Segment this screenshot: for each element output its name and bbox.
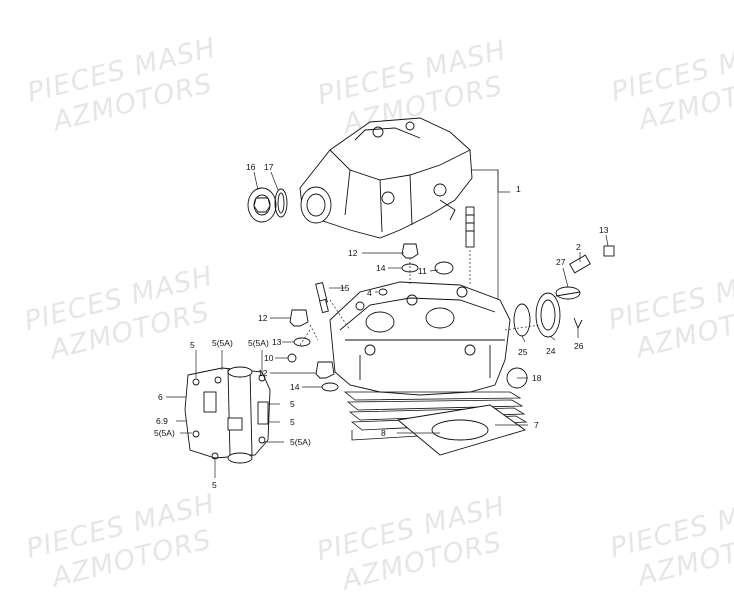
callout-10: 10 — [264, 353, 274, 363]
callout-6: 6 — [158, 392, 163, 402]
callout-26: 26 — [574, 341, 584, 351]
callout-18: 18 — [532, 373, 542, 383]
callout-5-5a: 5(5A) — [290, 437, 311, 447]
head-cover — [299, 117, 473, 239]
callout-13: 13 — [272, 337, 282, 347]
callout-5: 5 — [290, 399, 295, 409]
callout-12: 12 — [258, 368, 268, 378]
callout-5-5a: 5(5A) — [212, 338, 233, 348]
side-cover — [184, 366, 271, 464]
stud — [465, 206, 475, 248]
callout-5: 5 — [212, 480, 217, 490]
callout-5-5a: 5(5A) — [154, 428, 175, 438]
callout-24: 24 — [546, 346, 556, 356]
callout-15: 15 — [340, 283, 350, 293]
callout-8: 8 — [381, 428, 386, 438]
callout-5: 5 — [190, 340, 195, 350]
callout-1: 1 — [516, 184, 521, 194]
callout-4: 4 — [367, 288, 372, 298]
callout-7: 7 — [534, 420, 539, 430]
head-gasket — [396, 404, 527, 456]
callout-5: 5 — [290, 417, 295, 427]
callout-17: 17 — [264, 162, 274, 172]
callout-13: 13 — [599, 225, 609, 235]
intake-assembly — [506, 245, 615, 389]
oil-cap — [247, 187, 288, 223]
callout-25: 25 — [518, 347, 528, 357]
callout-labels: 1 2 4 5 5(5A) 5(5A) 5 5 5(5A) 5(5A) 5 6 … — [154, 162, 609, 490]
cylinder-head — [329, 281, 511, 396]
callout-16: 16 — [246, 162, 256, 172]
callout-14: 14 — [376, 263, 386, 273]
leader-lines — [166, 169, 609, 478]
callout-27: 27 — [556, 257, 566, 267]
callout-11: 11 — [418, 266, 427, 276]
callout-6-9: 6.9 — [156, 416, 168, 426]
spark-plug — [315, 282, 329, 314]
callout-14: 14 — [290, 382, 300, 392]
callout-12: 12 — [258, 313, 268, 323]
callout-2: 2 — [576, 242, 581, 252]
callout-5-5a: 5(5A) — [248, 338, 269, 348]
callout-12: 12 — [348, 248, 358, 258]
